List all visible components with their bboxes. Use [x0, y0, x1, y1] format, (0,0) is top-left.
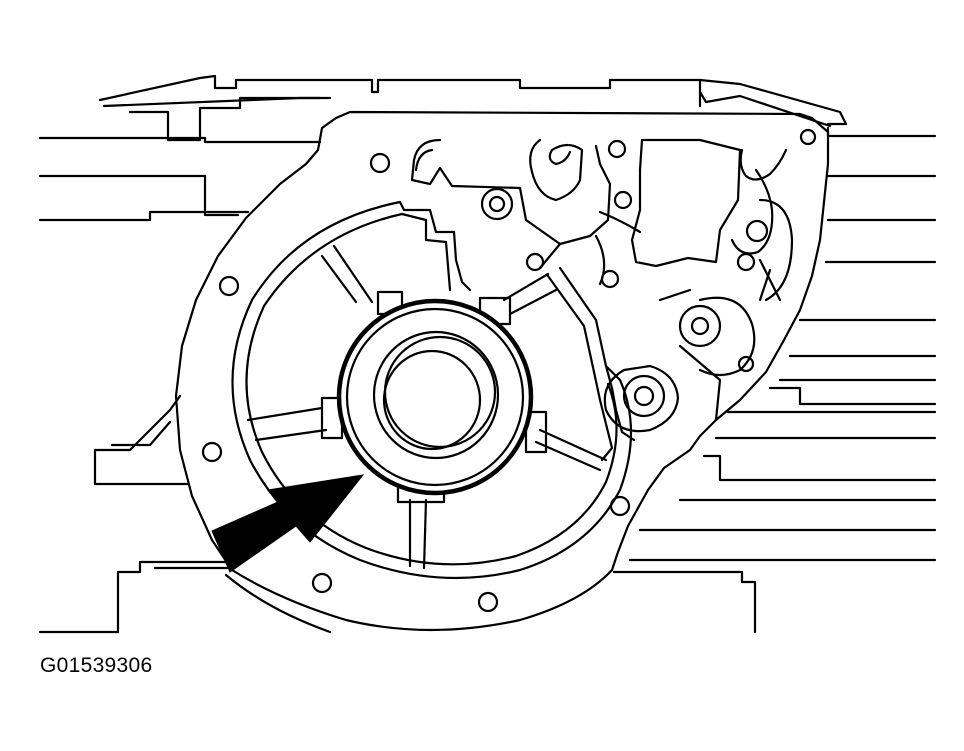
engine-block-left — [38, 74, 702, 634]
front-crankshaft-seal — [336, 298, 534, 496]
housing-passages — [410, 138, 794, 433]
housing-outline — [174, 110, 830, 632]
pointer-arrow-icon — [211, 474, 365, 573]
figure-code: G01539306 — [40, 654, 153, 677]
bolt-holes — [201, 128, 817, 613]
engine-block-right — [612, 78, 937, 634]
